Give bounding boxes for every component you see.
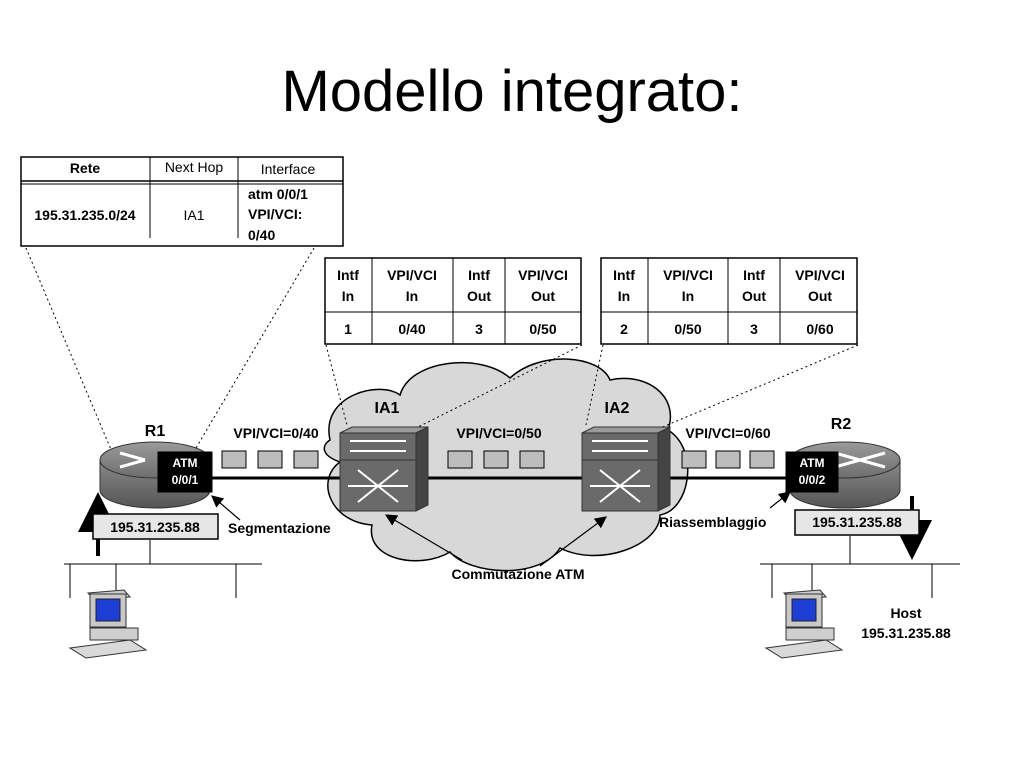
computer-icon [764,589,844,659]
st2-cell-2: 3 [750,321,758,337]
addr-box-right [794,509,920,536]
routing-cell-interface-1: atm 0/0/1 [248,186,308,202]
commutazione-label: Commutazione ATM [452,566,585,582]
st1-header-3a: VPI/VCI [518,267,568,283]
st1-header-2a: Intf [468,267,490,283]
commutazione-arrow-1 [384,514,463,561]
vpi-link-1: VPI/VCI=0/40 [233,425,318,441]
ia2-label: IA2 [605,400,630,417]
st1-cell-0: 1 [344,321,352,337]
r2-label: R2 [831,416,852,433]
routing-cell-nexthop: IA1 [183,207,204,223]
routing-header-interface: Interface [261,161,316,177]
switch-table-ia2: Intf In VPI/VCI In Intf Out VPI/VCI Out … [600,257,858,345]
st2-cell-0: 2 [620,321,628,337]
host-label-1: Host [890,605,921,621]
addr-left: 195.31.235.88 [110,519,200,535]
segmentazione-label: Segmentazione [228,520,331,536]
routing-header-rete: Rete [70,160,101,176]
st2-header-3b: Out [808,288,832,304]
ia1-label: IA1 [375,400,400,417]
st1-header-1a: VPI/VCI [387,267,437,283]
commutazione-arrow-2 [539,516,607,567]
st1-cell-2: 3 [475,321,483,337]
r1-label: R1 [145,423,166,440]
atm-cells [221,450,775,469]
st1-cell-1: 0/40 [398,321,425,337]
routing-cell-interface-3: 0/40 [248,227,275,243]
atm-switch-ia2[interactable] [581,426,671,512]
vpi-link-2: VPI/VCI=0/50 [456,425,541,441]
atm-switch-ia1[interactable] [339,426,429,512]
routing-table: Rete Next Hop Interface 195.31.235.0/24 … [20,156,344,247]
addr-box-left [92,513,219,540]
st1-header-2b: Out [467,288,491,304]
st2-header-0b: In [618,288,630,304]
st2-header-2a: Intf [743,267,765,283]
st1-header-1b: In [406,288,418,304]
st1-header-3b: Out [531,288,555,304]
routing-header-nexthop: Next Hop [165,159,224,175]
st2-header-0a: Intf [613,267,635,283]
st2-header-1b: In [682,288,694,304]
st2-cell-1: 0/50 [674,321,701,337]
st2-header-1a: VPI/VCI [663,267,713,283]
st1-header-0a: Intf [337,267,359,283]
st2-header-3a: VPI/VCI [795,267,845,283]
segmentazione-arrow [211,495,241,521]
router-r2[interactable] [785,441,901,509]
addr-right: 195.31.235.88 [812,514,902,530]
st2-header-2b: Out [742,288,766,304]
lan-right [760,536,960,598]
st1-cell-3: 0/50 [529,321,556,337]
routing-cell-rete: 195.31.235.0/24 [34,207,135,223]
page-title: Modello integrato: [281,59,743,124]
host-label-2: 195.31.235.88 [861,625,951,641]
riassemblaggio-arrow [769,491,791,509]
switch-arrows-icon [590,440,650,503]
st2-cell-3: 0/60 [806,321,833,337]
atm-r2-label-2: 0/0/2 [799,473,826,487]
riassemblaggio-label: Riassemblaggio [659,514,766,530]
computer-icon [68,589,148,659]
switch-arrows-icon [348,440,408,503]
atm-r2-label-1: ATM [799,456,824,470]
st1-header-0b: In [342,288,354,304]
atm-r1-label-1: ATM [172,456,197,470]
routing-cell-interface-2: VPI/VCI: [248,206,302,222]
leader-lines [25,247,859,453]
router-arrows-icon [834,451,886,469]
vpi-link-3: VPI/VCI=0/60 [685,425,770,441]
lan-left [64,540,262,598]
switch-table-ia1: Intf In VPI/VCI In Intf Out VPI/VCI Out … [324,257,582,345]
atm-r1-label-2: 0/0/1 [172,473,199,487]
